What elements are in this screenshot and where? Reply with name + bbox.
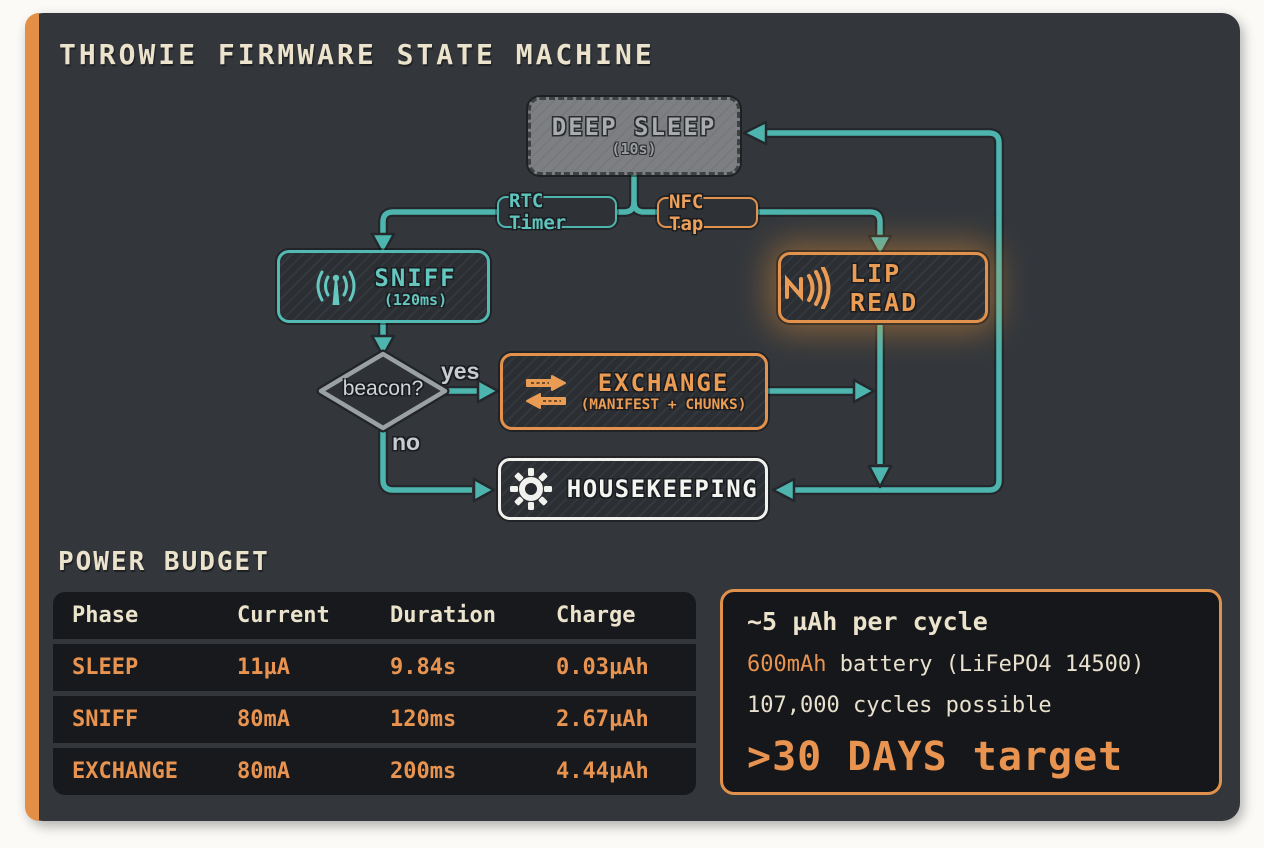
lip-read-label: LIP READ [850, 258, 919, 317]
decision-diamond [318, 351, 448, 431]
connector-nfc-to-lipread [631, 201, 883, 238]
cell-duration: 9.84s [390, 655, 457, 680]
edge-label-nfc-tap: NFC Tap [657, 191, 758, 235]
cell-current: 80mA [237, 759, 290, 784]
column-header-charge: Charge [556, 603, 636, 628]
arrowhead-into-sniff [370, 232, 396, 256]
edge-label-yes: yes [441, 358, 480, 384]
table-row-sleep: SLEEP 11µA 9.84s 0.03µAh [53, 644, 696, 691]
arrowhead-into-exchange [476, 378, 500, 404]
cell-charge: 2.67µAh [556, 707, 649, 732]
housekeeping-label: HOUSEKEEPING [566, 475, 759, 503]
column-header-duration: Duration [390, 603, 496, 628]
table-row-exchange: EXCHANGE 80mA 200ms 4.44µAh [53, 748, 696, 795]
state-housekeeping: HOUSEKEEPING [498, 458, 768, 520]
cell-duration: 200ms [390, 759, 457, 784]
gear-icon [508, 466, 554, 512]
arrowhead-into-housekeeping-right [771, 477, 796, 503]
orange-spine [25, 13, 39, 821]
edge-label-no: no [392, 429, 421, 455]
deep-sleep-label: DEEP SLEEP [551, 113, 717, 142]
power-budget-heading: POWER BUDGET [58, 547, 270, 577]
state-sniff: SNIFF (120ms) [277, 250, 490, 323]
arrowhead-exchange-join [852, 378, 876, 404]
swap-arrows-icon [522, 372, 570, 412]
exchange-sublabel: (MANIFEST + CHUNKS) [580, 396, 747, 413]
antenna-icon [310, 265, 362, 309]
arrowhead-into-beacon [370, 334, 396, 358]
beacon-decision-label: beacon? [342, 377, 424, 400]
battery-type: battery (LiFePO4 14500) [826, 652, 1145, 677]
connector-return-loop [766, 130, 1002, 493]
battery-capacity-value: 600mAh [747, 652, 827, 677]
state-lip-read: LIP READ [778, 252, 988, 323]
cell-phase: EXCHANGE [72, 759, 178, 784]
edge-label-rtc-timer: RTC Timer [497, 190, 617, 234]
cell-duration: 120ms [390, 707, 457, 732]
state-deep-sleep: DEEP SLEEP (10s) [528, 97, 740, 175]
state-exchange: EXCHANGE (MANIFEST + CHUNKS) [500, 353, 768, 430]
nfc-icon [781, 266, 837, 309]
arrowhead-into-lipread [867, 234, 893, 258]
connector-beacon-no [380, 427, 472, 493]
cell-phase: SLEEP [72, 655, 139, 680]
arrowhead-lipread-join [867, 464, 893, 489]
arrowhead-no-into-housekeeping [472, 477, 496, 503]
cell-phase: SNIFF [72, 707, 139, 732]
column-header-phase: Phase [72, 603, 139, 628]
target-line: >30 DAYS target [747, 734, 1124, 780]
cell-current: 80mA [237, 707, 290, 732]
cell-charge: 4.44µAh [556, 759, 649, 784]
arrowhead-into-deepsleep [742, 120, 768, 146]
cycles-line: 107,000 cycles possible [747, 693, 1052, 718]
table-row-sniff: SNIFF 80mA 120ms 2.67µAh [53, 696, 696, 743]
table-header-row: Phase Current Duration Charge [53, 592, 696, 639]
sniff-duration: (120ms) [383, 290, 448, 309]
cell-current: 11µA [237, 655, 290, 680]
deep-sleep-duration: (10s) [611, 140, 657, 159]
cell-charge: 0.03µAh [556, 655, 649, 680]
exchange-label: EXCHANGE [597, 368, 730, 397]
battery-line: 600mAh battery (LiFePO4 14500) [747, 652, 1195, 677]
power-budget-table: Phase Current Duration Charge SLEEP 11µA… [53, 592, 696, 795]
battery-summary-card: ~5 µAh per cycle 600mAh battery (LiFePO4… [720, 589, 1222, 795]
page-title: THROWIE FIRMWARE STATE MACHINE [59, 38, 655, 71]
column-header-current: Current [237, 603, 330, 628]
sniff-label: SNIFF [374, 263, 457, 292]
per-cycle-line: ~5 µAh per cycle [747, 607, 988, 636]
